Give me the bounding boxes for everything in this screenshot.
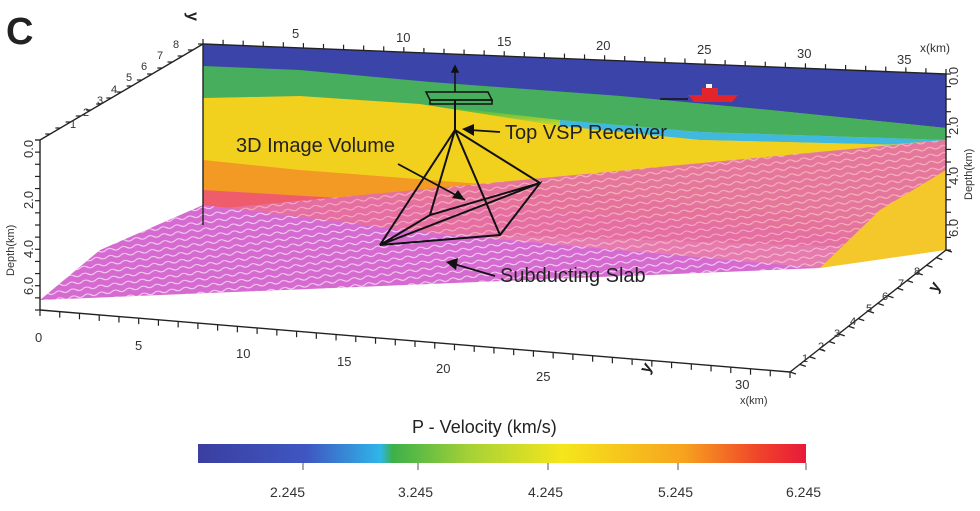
axis-tick: [916, 272, 923, 276]
colorbar-tick-label: 3.245: [398, 484, 433, 500]
axis-tick: [809, 356, 816, 360]
top-x-tick: 15: [497, 34, 511, 49]
annotation-image-volume: 3D Image Volume: [236, 135, 395, 157]
bottom-x-tick: 20: [436, 361, 450, 376]
left-depth-ticks: 0.0 2.0 4.0 6.0 Depth(km): [5, 140, 36, 295]
top-x-tick: 10: [396, 30, 410, 45]
colorbar-tick-label: 2.245: [270, 484, 305, 500]
velocity-layer-blue: [203, 44, 946, 128]
axis-tick: [789, 371, 797, 375]
bottom-x-tick: 30: [735, 377, 749, 392]
colorbar: [198, 444, 806, 463]
right-depth-axis-label: Depth(km): [963, 149, 975, 200]
arrowhead-slab: [446, 258, 458, 270]
right-y-ticks: 1 2 3 4 5 6 7 8 y y: [637, 266, 944, 376]
axis-tick: [819, 348, 826, 352]
right-depth-tick: 6.0: [946, 219, 961, 237]
right-depth-tick: 0.0: [946, 67, 961, 85]
axis-tick: [838, 333, 845, 337]
colorbar-title: P - Velocity (km/s): [412, 417, 557, 437]
colorbar-tick-label: 6.245: [786, 484, 821, 500]
colorbar-tick-label: 4.245: [528, 484, 563, 500]
right-depth-tick: 4.0: [946, 167, 961, 185]
axis-tick: [926, 264, 933, 268]
right-y-tick: 1: [802, 353, 808, 365]
boat-icon: [660, 84, 738, 102]
right-y-tick: 4: [850, 316, 856, 328]
back-y-tick: 6: [141, 61, 147, 73]
back-y-ticks: 1 2 3 4 5 6 7 8 y: [70, 12, 201, 131]
right-y-tick: 6: [882, 291, 888, 303]
right-y-tick: 5: [866, 303, 872, 315]
arrow-vsp-receiver: [469, 129, 501, 133]
arrow-slab: [453, 263, 496, 277]
top-x-tick: 30: [797, 46, 811, 61]
axis-tick: [936, 257, 943, 261]
top-x-tick: 5: [292, 26, 299, 41]
axis-tick: [799, 363, 806, 367]
left-depth-axis-label: Depth(km): [5, 225, 17, 276]
bottom-x-ticks: 0 5 10 15 20 25 30 x(km): [35, 330, 768, 407]
slab-surface-front: [40, 205, 820, 300]
right-y-tick: 2: [818, 341, 824, 353]
back-y-tick: 1: [70, 119, 76, 131]
front-y-axis-label-bottom: y: [637, 360, 656, 376]
annotation-slab: Subducting Slab: [500, 265, 646, 287]
bottom-x-axis-label: x(km): [740, 395, 768, 407]
top-x-ticks: 5 10 15 20 25 30 35 x(km): [292, 26, 950, 67]
arrow-image-volume: [397, 163, 466, 201]
top-x-tick: 25: [697, 42, 711, 57]
back-y-tick: 5: [126, 72, 132, 84]
back-y-tick: 2: [83, 107, 89, 119]
bottom-x-tick: 25: [536, 369, 550, 384]
right-y-tick: 7: [898, 278, 904, 290]
left-depth-tick: 4.0: [21, 240, 36, 258]
arrowhead-image-volume: [452, 190, 465, 200]
velocity-layer-cyan: [560, 120, 946, 146]
top-x-tick: 35: [897, 52, 911, 67]
axis-tick: [828, 340, 836, 345]
right-depth-ticks: 0.0 2.0 4.0 6.0 Depth(km): [946, 67, 975, 237]
tick-marks: [35, 39, 953, 378]
axis-tick: [897, 287, 904, 291]
velocity-layer-green: [203, 66, 946, 140]
back-y-tick: 4: [111, 84, 117, 96]
top-x-axis-label: x(km): [920, 41, 950, 55]
annotation-vsp-receiver: Top VSP Receiver: [505, 122, 667, 144]
bottom-x-tick: 15: [337, 354, 351, 369]
velocity-wall-bottom-right: [820, 170, 946, 268]
slab-surface-upper: [203, 140, 946, 268]
front-y-axis-label: y: [925, 279, 944, 295]
vsp-receiver-box: [424, 64, 494, 105]
right-y-tick: 8: [914, 266, 920, 278]
bottom-x-tick: 10: [236, 346, 250, 361]
colorbar-tick-label: 5.245: [658, 484, 693, 500]
axis-tick: [877, 302, 884, 306]
bottom-x-tick: 5: [135, 338, 142, 353]
left-depth-tick: 0.0: [21, 140, 36, 158]
right-depth-tick: 2.0: [946, 117, 961, 135]
back-y-axis-label: y: [184, 12, 201, 21]
axis-tick: [867, 310, 875, 314]
axis-tick: [858, 318, 865, 322]
axis-tick: [848, 325, 855, 329]
left-depth-tick: 6.0: [21, 277, 36, 295]
back-y-tick: 8: [173, 39, 179, 51]
right-y-tick: 3: [834, 328, 840, 340]
panel-letter: C: [6, 11, 33, 53]
image-volume-pyramid: [379, 100, 543, 246]
arrowhead-vsp-receiver: [462, 124, 474, 136]
axis-tick: [906, 279, 914, 284]
back-y-tick: 7: [157, 50, 163, 62]
left-depth-tick: 2.0: [21, 191, 36, 209]
axis-tick: [887, 295, 894, 299]
back-y-tick: 3: [97, 95, 103, 107]
bottom-x-tick: 0: [35, 330, 42, 345]
colorbar-ticks: 2.245 3.245 4.245 5.245 6.245: [270, 463, 821, 500]
top-x-tick: 20: [596, 38, 610, 53]
